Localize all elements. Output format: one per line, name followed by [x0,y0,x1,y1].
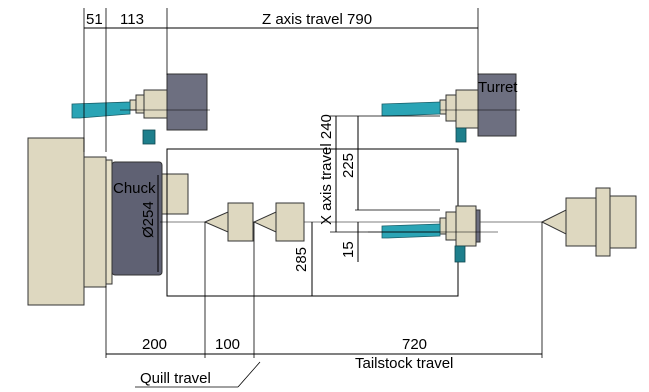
label-tailstock-travel: Tailstock travel [355,355,453,372]
turret-left-tool-holder [71,101,131,119]
quill-center-2-tip [252,211,277,233]
spindle-flange [105,159,113,285]
turret-lower-block-edge [475,209,481,243]
turret-right-tool-holder [381,101,441,117]
turret-lower-plate-small [445,211,457,241]
chuck-label: Chuck [113,180,156,197]
dim-285: 285 [293,247,310,272]
quill-center-1 [203,202,254,242]
top-dimensions: 51 113 Z axis travel 790 [83,8,479,152]
turret-label: Turret [478,79,518,96]
turret-left [71,73,210,145]
bottom-dimensions: 200 100 720 Tailstock travel Quill trave… [105,222,543,388]
chuck: Chuck [111,161,189,276]
turret-left-block [166,73,208,131]
turret-right-plate-tiny [439,99,447,115]
chuck-body [111,161,163,276]
tailstock-collar [595,187,611,257]
headstock [27,137,113,306]
quill-center-2-body [275,202,305,242]
quill-center-2 [252,202,305,242]
dim-113: 113 [120,11,144,28]
turret-right: Turret [381,73,520,143]
dim-51: 51 [86,11,103,28]
dim-x-travel: X axis travel 240 [318,114,335,225]
turret-lower-plate-tiny [439,217,447,235]
dim-225: 225 [340,153,357,178]
turret-lower [368,205,498,263]
dim-z-travel: Z axis travel 790 [262,11,372,28]
tailstock-body [609,195,637,249]
tailstock-quill [565,197,597,247]
spindle-nose [83,156,107,288]
dim-chuck-dia: Ø254 [140,201,157,238]
turret-left-plate-tiny [129,99,137,111]
turret-right-tool-tip [455,127,467,143]
label-quill-travel: Quill travel [140,370,211,387]
quill-center-1-tip [203,211,229,233]
turret-lower-tool-holder [381,223,441,239]
turret-lower-tool-tip [454,245,466,263]
turret-left-plate-small [135,94,145,114]
quill-leader [237,361,261,388]
turret-left-tool-tip [142,129,156,145]
quill-center-1-body [227,202,254,242]
tailstock-center-tip [540,209,567,235]
chuck-jaw [161,173,189,215]
dim-720: 720 [402,336,427,353]
dim-200: 200 [142,336,167,353]
x-dimensions: X axis travel 240 225 15 285 Ø254 [140,114,440,296]
headstock-body [27,137,85,306]
turret-left-plate [143,89,168,119]
tailstock [540,187,637,257]
dim-100: 100 [215,336,240,353]
turret-right-plate [455,89,479,129]
dim-15: 15 [340,241,357,258]
turret-right-plate-small [445,94,457,122]
turret-lower-plate [455,205,477,247]
